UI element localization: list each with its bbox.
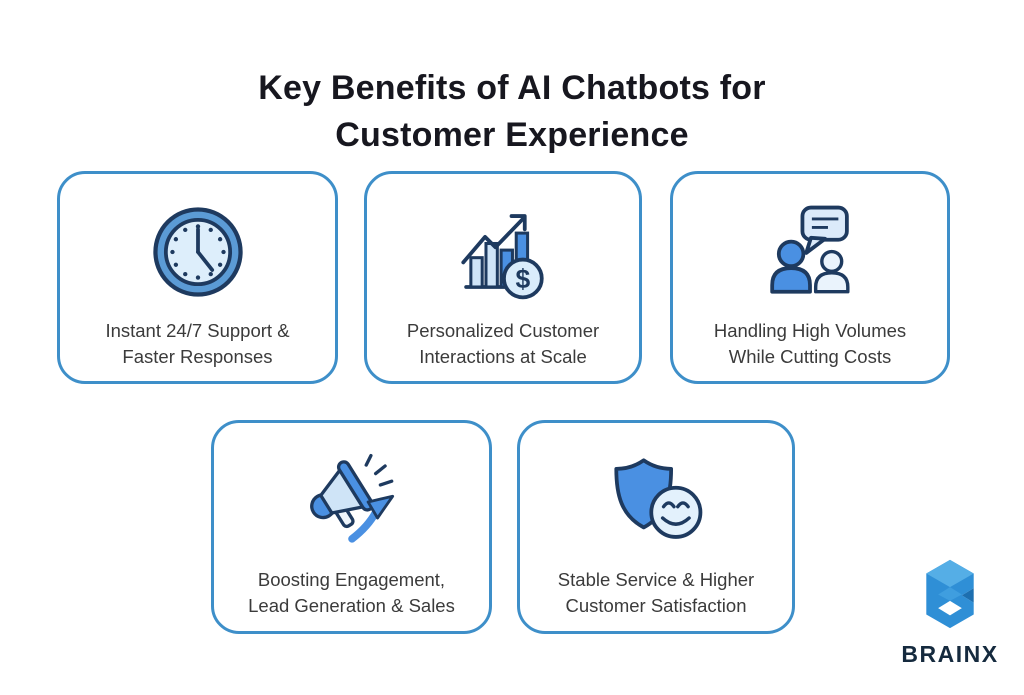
card-label: Handling High Volumes While Cutting Cost… [713,320,907,367]
card-boosting-engagement: Boosting Engagement, Lead Generation & S… [211,420,492,634]
people-chat-icon [758,196,862,308]
svg-text:$: $ [515,264,530,294]
brand-name: BRAINX [901,641,999,667]
brainx-logo-icon [922,558,978,635]
card-label: Personalized Customer Interactions at Sc… [406,320,600,367]
card-label: Boosting Engagement, Lead Generation & S… [248,569,455,616]
card-personalized-interactions: $ Personalized Customer Interactions at … [364,171,642,384]
card-label: Instant 24/7 Support & Faster Responses [105,320,290,367]
card-label: Stable Service & Higher Customer Satisfa… [557,569,755,616]
page-title: Key Benefits of AI Chatbots for Customer… [258,68,766,154]
card-stable-service: Stable Service & Higher Customer Satisfa… [517,420,795,634]
card-high-volumes: Handling High Volumes While Cutting Cost… [670,171,950,384]
clock-icon [146,196,250,308]
megaphone-icon [300,445,404,557]
card-instant-support: Instant 24/7 Support & Faster Responses [57,171,338,384]
shield-smiley-icon [604,445,708,557]
brand-logo: BRAINX [880,558,1020,668]
bar-chart-dollar-icon: $ [451,196,555,308]
